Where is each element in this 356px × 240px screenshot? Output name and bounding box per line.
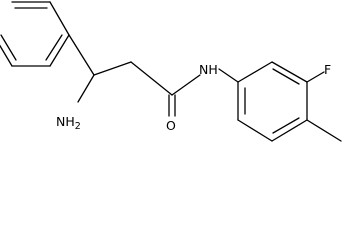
ring-bond <box>237 119 273 142</box>
phenyl-ring <box>0 1 70 67</box>
amide-nh-label: NH <box>199 62 218 77</box>
ch2-to-carbonyl-bond <box>130 61 173 96</box>
chemical-structure: NH2 NH O F <box>0 1 342 142</box>
ring-double-bond <box>272 68 300 85</box>
amine-label: NH2 <box>56 114 81 132</box>
ring-bond <box>237 61 273 83</box>
aryl-to-methyl-bond <box>306 119 342 142</box>
carbonyl-to-nh-bond <box>171 74 201 96</box>
ch-to-amine-bond <box>77 74 95 103</box>
ring-bond <box>271 61 308 83</box>
phenyl-to-ch-bond <box>68 34 95 76</box>
ring-double-bond <box>0 34 17 61</box>
ring-double-bond <box>272 117 300 134</box>
ring-bond <box>49 1 70 36</box>
nh-to-aryl-bond <box>218 68 239 83</box>
ring-bond <box>271 119 308 142</box>
ring-bond <box>0 44 13 67</box>
ring-double-bond <box>45 34 63 61</box>
ch-to-ch2-bond <box>93 61 132 76</box>
carbonyl-oxygen-label: O <box>166 118 176 133</box>
ring-bond <box>49 34 70 67</box>
fluorine-label: F <box>324 62 331 77</box>
fluoro-methyl-phenyl-ring <box>237 61 308 142</box>
aryl-to-fluorine-bond <box>306 71 325 83</box>
